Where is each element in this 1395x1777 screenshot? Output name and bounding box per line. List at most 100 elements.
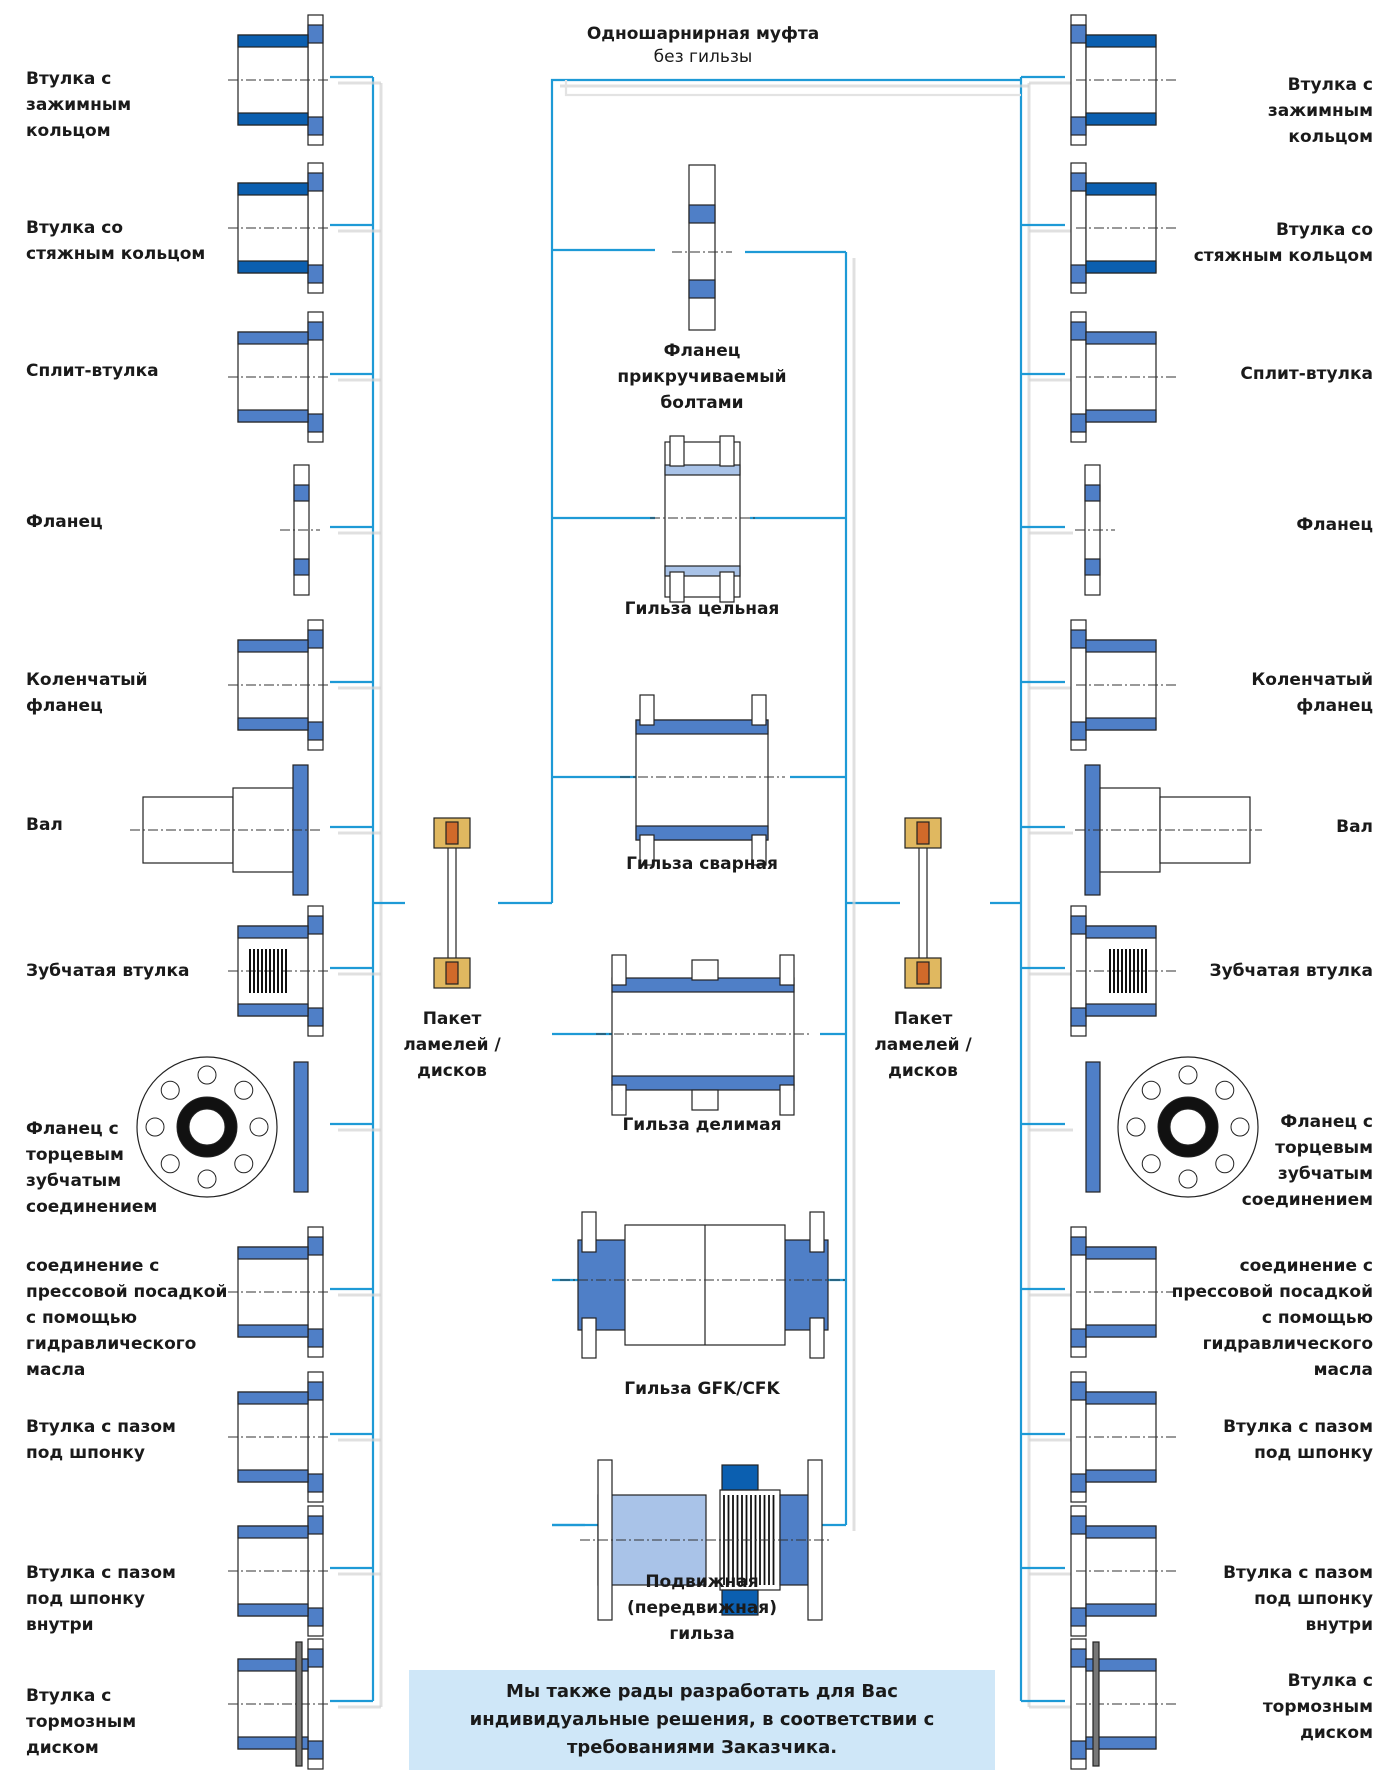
right-label-keyway-hub-inside: Втулка с пазом под шпонку внутри — [1223, 1563, 1373, 1635]
flange-bolt-hole — [307, 172, 324, 192]
flange-bolt-hole — [1070, 629, 1087, 649]
left-label-split-hub: Сплит-втулка — [26, 361, 159, 381]
split-flange — [611, 1084, 627, 1116]
custom-solutions-note: Мы также рады разработать для Вас индиви… — [409, 1670, 995, 1770]
bolt-hole — [1230, 1117, 1250, 1137]
lamella-pack-right — [904, 817, 942, 989]
welded-flange — [639, 834, 655, 866]
gfk-flange — [809, 1211, 825, 1253]
left-part-shaft — [130, 764, 320, 896]
gfk-flange — [581, 1211, 597, 1253]
flange-bolt-hole — [1070, 413, 1087, 433]
lamella-pack-right-label: Пакет ламелей / дисков — [874, 1009, 972, 1081]
hub-wall — [1085, 717, 1157, 731]
right-label-keyway-hub: Втулка с пазом под шпонку — [1223, 1417, 1373, 1463]
flange-hole — [293, 558, 310, 576]
right-label-split-hub: Сплит-втулка — [1240, 364, 1373, 384]
flange-bolt-hole — [1070, 1328, 1087, 1348]
right-part-keyway-hub-inside — [1070, 1505, 1176, 1637]
solid-sleeve-wall — [664, 565, 741, 577]
part-drawings — [130, 14, 1262, 1770]
hub-wall — [1085, 112, 1157, 126]
left-label-face-tooth-flange: Фланец с торцевым зубчатым соединением — [26, 1119, 158, 1217]
hub-wall — [1085, 34, 1157, 48]
left-label-shaft: Вал — [26, 815, 63, 835]
welded-sleeve-body — [635, 719, 769, 841]
flange-bolt-hole — [1070, 116, 1087, 136]
center-label-gfk-cfk-sleeve: Гильза GFK/CFK — [624, 1379, 780, 1399]
bolt-hole — [1215, 1154, 1235, 1174]
flange-bolt-hole — [307, 413, 324, 433]
flange-bolt-hole — [307, 1473, 324, 1493]
lamella-bolt — [447, 834, 457, 971]
hub-wall — [237, 182, 309, 196]
left-part-clamp-ring-hub — [228, 14, 328, 146]
center-label-solid-sleeve: Гильза цельная — [624, 599, 780, 619]
flange-bolt-hole — [1070, 1007, 1087, 1027]
single-joint-coupling-title: Одношарнирная муфта без гильзы — [587, 22, 819, 68]
flange-hole — [293, 484, 310, 502]
hub-wall — [237, 717, 309, 731]
hub-wall — [237, 112, 309, 126]
title-line-2: без гильзы — [653, 47, 753, 67]
gfk-flange — [809, 1317, 825, 1359]
bolt-hole — [160, 1080, 180, 1100]
hub-wall — [237, 409, 309, 423]
bolt-hole — [234, 1080, 254, 1100]
right-label-flange: Фланец — [1296, 515, 1373, 535]
split-flange — [779, 954, 795, 986]
left-part-face-tooth-flange — [136, 1056, 309, 1198]
lamella-bushing — [445, 821, 459, 845]
hub-wall — [237, 331, 309, 345]
bolted-flange-hole — [688, 204, 716, 224]
flange-bolt-hole — [307, 915, 324, 935]
bolt-hole — [1178, 1169, 1198, 1189]
flange-bolt-hole — [1070, 1473, 1087, 1493]
right-part-flange — [1075, 464, 1115, 596]
bolt-hole — [1178, 1065, 1198, 1085]
flange-bolt-hole — [1070, 172, 1087, 192]
bolt-hole — [1215, 1080, 1235, 1100]
bolt-hole — [1126, 1117, 1146, 1137]
left-label-cranked-flange: Коленчатый фланец — [26, 670, 148, 716]
sliding-clamp — [721, 1589, 759, 1616]
center-label-welded-sleeve: Гильза сварная — [626, 854, 778, 874]
left-part-cranked-flange — [228, 619, 328, 751]
hub-wall — [1085, 409, 1157, 423]
top-frame-shadow-line — [564, 80, 1021, 97]
hub-wall — [237, 1391, 309, 1405]
flange-bolt-hole — [1070, 1381, 1087, 1401]
center-label-bolted-flange: Фланец прикручиваемый болтами — [617, 341, 787, 413]
lamella-bushing — [916, 961, 930, 985]
flange-bolt-hole — [307, 1648, 324, 1668]
right-label-shrink-ring-hub: Втулка со стяжным кольцом — [1193, 220, 1373, 266]
hub-wall — [237, 1525, 309, 1539]
left-label-keyway-hub-inside: Втулка с пазом под шпонку внутри — [26, 1563, 176, 1635]
center-part-gfk-cfk-sleeve — [560, 1211, 845, 1359]
bolted-flange-hole — [688, 279, 716, 299]
right-part-cranked-flange — [1070, 619, 1176, 751]
welded-sleeve-wall — [635, 825, 769, 841]
title-line-1: Одношарнирная муфта — [586, 24, 820, 44]
left-label-toothed-hub: Зубчатая втулка — [26, 961, 190, 981]
hub-wall — [1085, 1003, 1157, 1017]
hub-wall — [237, 1658, 309, 1672]
solid-sleeve-flange — [719, 435, 735, 467]
bolt-hole — [197, 1065, 217, 1085]
hub-wall — [1085, 1324, 1157, 1338]
left-part-split-hub — [228, 311, 328, 443]
hub-wall — [237, 1003, 309, 1017]
flange-bolt-hole — [1070, 1236, 1087, 1256]
flange-bolt-hole — [307, 321, 324, 341]
hub-wall — [1085, 182, 1157, 196]
lamella-bushing — [916, 821, 930, 845]
right-part-keyway-hub — [1070, 1371, 1176, 1503]
bolt-hole — [234, 1154, 254, 1174]
right-label-shaft: Вал — [1336, 817, 1373, 837]
flange-bolt-hole — [307, 721, 324, 741]
center-label-sliding-sleeve: Подвижная (передвижная) гильза — [627, 1572, 777, 1644]
right-part-face-tooth-flange — [1085, 1056, 1259, 1198]
split-clamp — [691, 1089, 719, 1111]
top-frame-line — [550, 78, 1021, 903]
